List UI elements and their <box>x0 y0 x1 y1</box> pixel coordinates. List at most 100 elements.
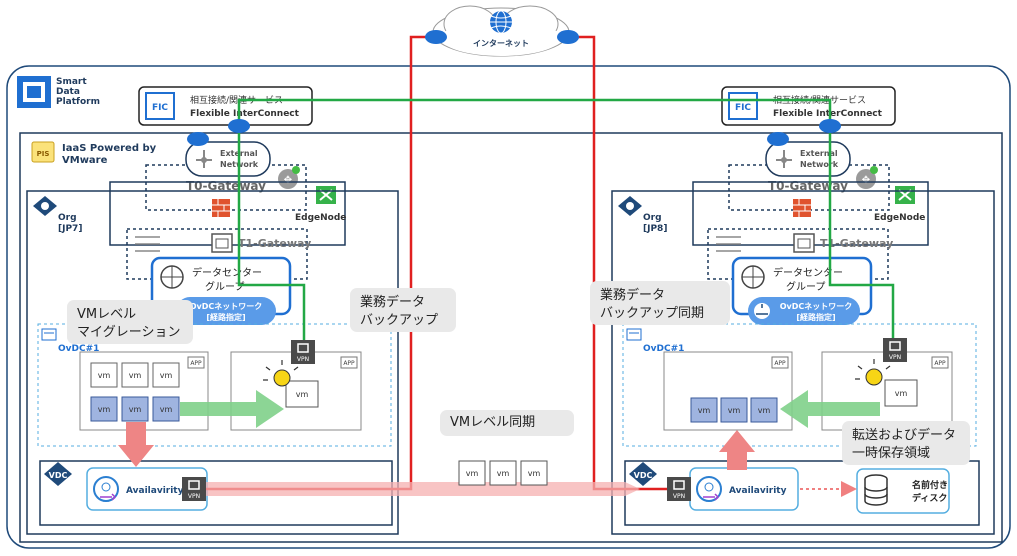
brand-line2: Data <box>56 87 80 97</box>
right-vdc-vpn-lock-icon <box>667 477 691 501</box>
left-org-cloud-icon <box>33 196 57 216</box>
left-vm-group-grid <box>90 362 180 422</box>
callout-vm-migration: VMレベル マイグレーション <box>67 300 193 344</box>
right-availability-icon <box>696 476 722 502</box>
svg-text:VPN: VPN <box>673 493 685 500</box>
green-fic-link <box>237 98 832 128</box>
left-edgenode-icon <box>316 186 336 204</box>
svg-text:FIC: FIC <box>152 103 168 113</box>
left-t1-gateway-icon <box>211 233 233 253</box>
left-vdc-icon <box>44 462 72 486</box>
right-t1-gateway-icon <box>793 233 815 253</box>
svg-text:vm: vm <box>296 390 309 399</box>
green-link-left-down <box>237 128 306 340</box>
iaas-frame <box>19 132 1003 543</box>
callout-vm-sync: VMレベル同期 <box>440 410 574 436</box>
svg-text:データセンター: データセンター <box>192 266 262 279</box>
callout-transfer: 転送およびデータ 一時保存領域 <box>842 421 970 465</box>
right-availability-label: Availavirity <box>729 486 787 496</box>
left-network-icon <box>196 150 212 168</box>
internet-connector-left <box>425 30 447 44</box>
disk-line2: ディスク <box>912 492 947 504</box>
brand-line3: Platform <box>56 97 100 107</box>
right-ovdc-network-icon <box>754 303 770 319</box>
left-ovdc-network <box>176 297 276 325</box>
svg-text:vm: vm <box>129 371 142 380</box>
callout-backup-left: 業務データ バックアップ <box>350 288 456 332</box>
brand-line1: Smart <box>56 77 87 87</box>
svg-text:vm: vm <box>98 405 111 414</box>
green-link-right-down <box>828 128 895 340</box>
svg-text:Network: Network <box>800 160 839 169</box>
right-app-tag-1: APP <box>774 360 786 367</box>
svg-text:vm: vm <box>160 405 173 414</box>
svg-text:データセンター: データセンター <box>773 266 843 279</box>
right-ovdc-network <box>748 297 860 325</box>
left-lightbulb-icon <box>263 360 299 387</box>
left-fic-connector <box>228 119 250 133</box>
left-router-icon <box>278 169 298 189</box>
left-external-network <box>185 141 271 177</box>
svg-text:VPN: VPN <box>188 493 200 500</box>
right-ovdc-label: OvDC#1 <box>643 344 684 354</box>
svg-text:vm: vm <box>758 406 771 415</box>
svg-text:vm: vm <box>98 371 111 380</box>
right-fic-connector <box>819 119 841 133</box>
svg-text:OvDCネットワーク: OvDCネットワーク <box>780 301 853 311</box>
globe-icon <box>490 10 512 34</box>
left-t1-label: T1-Gateway <box>238 237 311 250</box>
svg-text:FIC: FIC <box>735 103 751 113</box>
iaas-line2: VMware <box>62 155 108 166</box>
right-edge-label: EdgeNode <box>874 213 925 223</box>
sync-vm-group <box>458 460 548 486</box>
left-app-tag-2: APP <box>343 360 355 367</box>
left-org-line2: [JP7] <box>58 224 82 234</box>
svg-text:External: External <box>800 149 838 158</box>
svg-text:[経路指定]: [経路指定] <box>796 312 835 322</box>
svg-text:OvDCネットワーク: OvDCネットワーク <box>190 301 263 311</box>
right-ovdc-box <box>622 323 977 447</box>
right-fic-box <box>721 86 896 126</box>
left-dc-group-icon <box>160 265 184 289</box>
right-org-line2: [JP8] <box>643 224 667 234</box>
svg-text:vm: vm <box>160 371 173 380</box>
left-firewall-icon <box>212 199 230 217</box>
right-edgenode-icon <box>895 186 915 204</box>
left-org-frame <box>26 190 399 535</box>
left-fic-line2: Flexible InterConnect <box>190 109 300 119</box>
left-availability-label: Availavirity <box>126 486 184 496</box>
right-org-frame <box>611 190 995 535</box>
right-lightbulb-icon <box>855 359 891 386</box>
svg-text:vm: vm <box>895 389 908 398</box>
left-migration-arrow <box>180 390 284 428</box>
right-org-line1: Org <box>643 213 662 223</box>
right-backup-sync-arrow <box>780 390 880 428</box>
right-vpn-lock-icon <box>883 338 907 362</box>
svg-text:vm: vm <box>728 406 741 415</box>
pis-badge: PIS <box>31 141 55 163</box>
svg-text:PIS: PIS <box>37 150 50 158</box>
vm-sync-band <box>205 482 640 496</box>
left-ext-connector <box>187 132 209 146</box>
callout-backup-right: 業務データ バックアップ同期 <box>590 281 730 325</box>
left-t1-list-icon <box>135 236 160 252</box>
right-vm-group-grid <box>690 397 778 423</box>
svg-text:グループ: グループ <box>786 280 825 293</box>
svg-text:vm: vm <box>528 469 541 478</box>
svg-text:[経路指定]: [経路指定] <box>206 312 245 322</box>
right-up-arrow <box>719 430 755 470</box>
disk-line1: 名前付き <box>912 479 948 491</box>
left-ovdc-icon <box>41 328 57 341</box>
right-router-icon <box>856 169 876 189</box>
right-fic-badge <box>728 92 758 120</box>
left-ovdc-label: OvDC#1 <box>58 344 99 354</box>
right-t1-label: T1-Gateway <box>820 237 893 250</box>
right-firewall-icon <box>793 199 811 217</box>
left-app-tag-1: APP <box>190 360 202 367</box>
left-vpn-lock-icon <box>291 340 315 364</box>
svg-text:vm: vm <box>129 405 142 414</box>
svg-text:VPN: VPN <box>889 354 901 361</box>
sdp-logo <box>17 76 51 108</box>
svg-text:vm: vm <box>698 406 711 415</box>
right-t1-list-icon <box>716 236 741 252</box>
